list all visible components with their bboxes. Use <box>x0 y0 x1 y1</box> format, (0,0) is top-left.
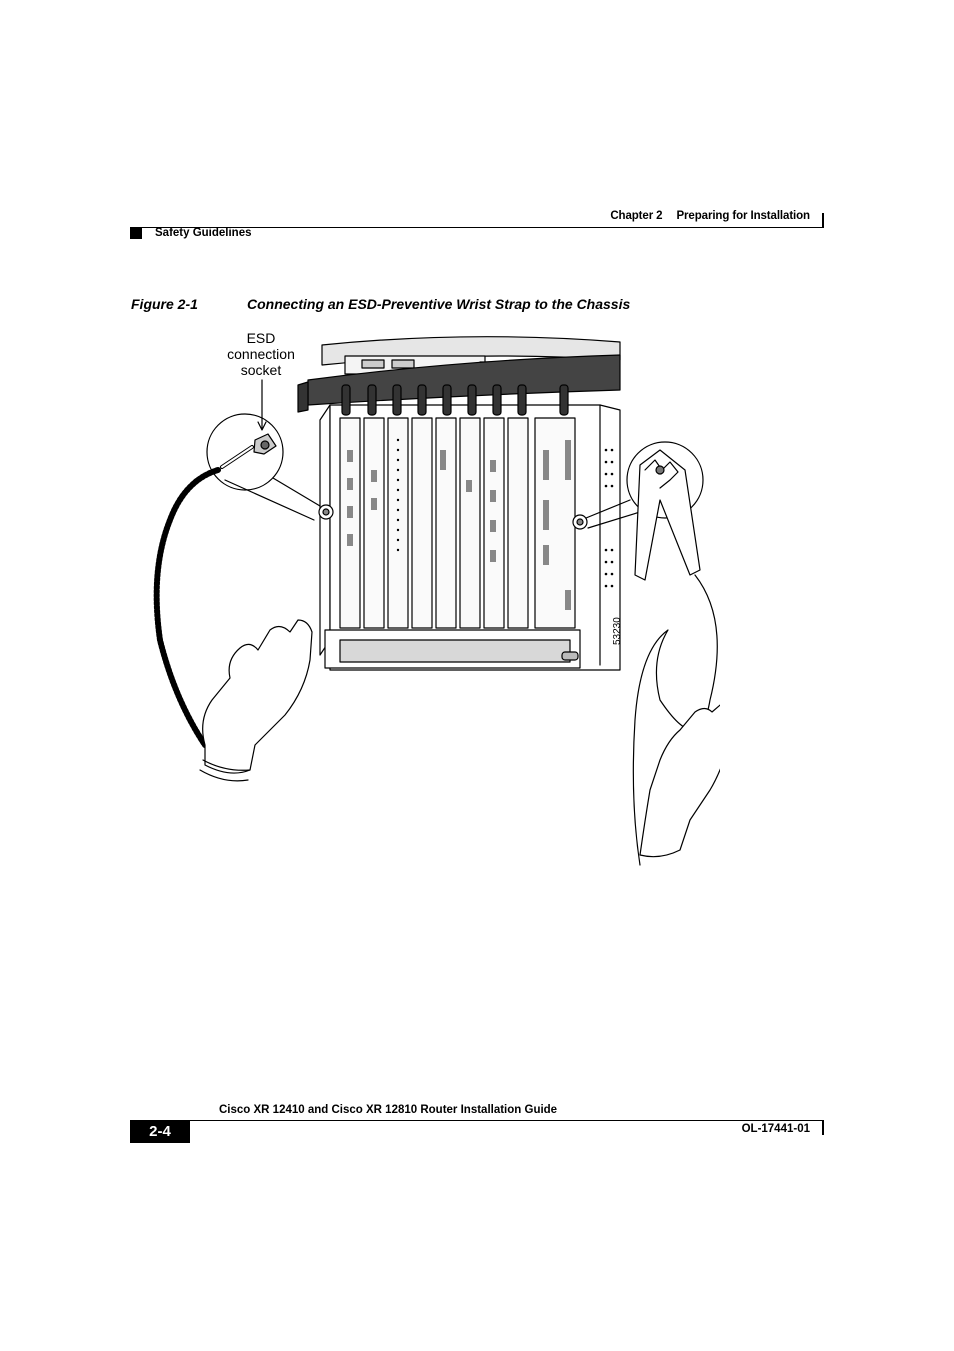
page-number: 2-4 <box>130 1120 190 1143</box>
esd-socket-callout: ESD connection socket <box>216 330 306 378</box>
footer-rule <box>190 1120 823 1121</box>
callout-line-2: connection <box>227 346 295 362</box>
running-header-chapter: Chapter 2 Preparing for Installation <box>560 210 810 222</box>
figure-title: Connecting an ESD-Preventive Wrist Strap… <box>247 296 631 312</box>
doc-number: OL-17441-01 <box>741 1123 810 1135</box>
chapter-label: Chapter 2 <box>610 210 663 222</box>
header-rule <box>130 227 823 228</box>
header-marker <box>130 228 142 239</box>
running-header-section: Safety Guidelines <box>155 227 252 239</box>
chapter-title: Preparing for Installation <box>676 210 810 222</box>
callout-line-3: socket <box>240 362 282 378</box>
callout-line-1: ESD <box>246 330 276 346</box>
footer-guide-title: Cisco XR 12410 and Cisco XR 12810 Router… <box>219 1104 558 1116</box>
header-tick <box>822 213 824 228</box>
footer-tick <box>822 1120 824 1135</box>
figure-number: 53230 <box>612 617 623 645</box>
esd-wrist-strap-illustration <box>153 336 720 866</box>
figure-label: Figure 2-1 <box>131 296 198 312</box>
